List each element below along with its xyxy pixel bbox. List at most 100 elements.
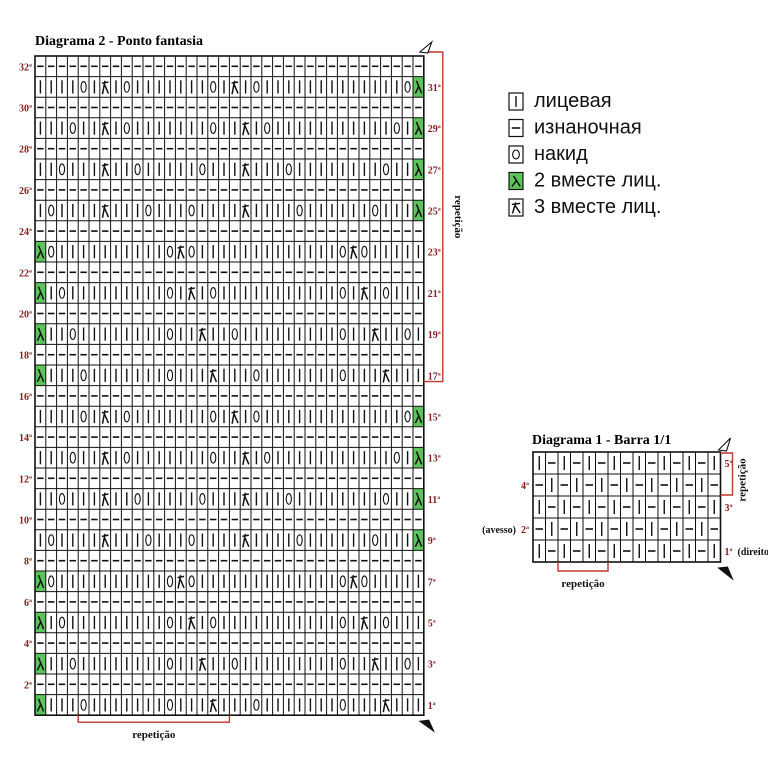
yarn-over-symbol <box>80 698 87 711</box>
chart-row <box>538 455 715 471</box>
yarn-over-symbol <box>285 492 292 505</box>
direction-arrow-icon <box>418 40 434 54</box>
row-number-label: 16ª <box>19 392 32 403</box>
yarn-over-symbol <box>199 492 206 505</box>
row-number-label: 5ª <box>428 619 436 630</box>
k3tog-symbol <box>101 410 110 424</box>
k2tog-symbol <box>36 698 45 712</box>
yarn-over-symbol <box>188 534 195 547</box>
yarn-over-symbol <box>361 245 368 258</box>
yarn-over-symbol <box>372 204 379 217</box>
grid-border <box>532 451 722 563</box>
legend-label: лицевая <box>534 90 612 112</box>
yarn-over-symbol <box>58 616 66 629</box>
yarn-over-symbol <box>188 575 195 588</box>
yarn-over-symbol <box>69 657 76 670</box>
yarn-over-symbol <box>393 451 400 464</box>
k3tog-symbol <box>231 410 239 424</box>
yarn-over-symbol <box>382 616 390 629</box>
row-number-label: 2ª <box>24 680 32 691</box>
row-side-note: (direito) <box>738 547 768 558</box>
yarn-over-symbol <box>123 80 130 93</box>
row-number-label: 8ª <box>24 557 32 568</box>
row-number-label: 24ª <box>19 227 32 238</box>
legend-swatch <box>508 145 524 164</box>
yarn-over-symbol <box>69 122 76 135</box>
chart-row <box>35 282 420 304</box>
yarn-over-symbol <box>339 575 346 588</box>
direction-arrow-icon <box>418 719 436 733</box>
chart-row <box>39 447 424 468</box>
row-side-note: (avesso) <box>482 525 516 536</box>
k3tog-symbol <box>360 286 369 301</box>
chart-row <box>35 612 420 633</box>
row-number-label: 9ª <box>428 536 436 547</box>
row-number-label: 23ª <box>428 248 441 259</box>
side-repeat-bracket <box>423 51 444 383</box>
row-number-label: 3ª <box>725 503 733 514</box>
yarn-over-symbol <box>58 492 66 505</box>
yarn-over-symbol <box>166 245 174 258</box>
chart-row <box>35 694 420 716</box>
yarn-over-symbol <box>166 657 174 670</box>
diagram1-grid: 5ª4ª3ª2ª(avesso)1ª(direito)repetiçãorepe… <box>482 437 768 590</box>
direction-arrow-icon <box>717 566 734 581</box>
legend-label: изнаночная <box>534 117 642 139</box>
k3tog-symbol <box>198 327 207 342</box>
yarn-over-symbol <box>123 122 130 135</box>
row-number-label: 22ª <box>19 268 32 279</box>
row-number-label: 18ª <box>19 351 32 362</box>
k2tog-symbol <box>36 574 45 589</box>
k3tog-symbol <box>242 162 250 177</box>
yarn-over-symbol <box>210 616 217 629</box>
legend-item: 3 вместе лиц. <box>508 196 661 218</box>
diagram2-title: Diagrama 2 - Ponto fantasia <box>35 34 203 49</box>
row-number-label: 14ª <box>19 433 32 444</box>
yarn-over-symbol <box>285 163 292 176</box>
k3tog-symbol <box>360 616 369 630</box>
k2tog-symbol <box>414 204 423 218</box>
diagram2-grid: 32ª31ª30ª29ª28ª27ª26ª25ª24ª23ª22ª21ª20ª1… <box>19 40 464 741</box>
legend-swatch <box>508 118 524 138</box>
yarn-over-symbol <box>296 534 303 547</box>
yarn-over-symbol <box>48 534 55 547</box>
yarn-over-symbol <box>48 245 55 258</box>
yarn-over-symbol <box>404 328 411 341</box>
yarn-over-symbol <box>134 492 141 505</box>
yarn-over-symbol <box>253 369 260 382</box>
yarn-over-symbol <box>382 492 390 505</box>
k3tog-symbol <box>209 698 218 713</box>
yarn-over-symbol <box>166 328 174 341</box>
yarn-over-symbol <box>123 451 130 464</box>
row-number-label: 15ª <box>428 413 441 424</box>
k3tog-symbol <box>242 533 250 548</box>
yarn-over-symbol <box>339 369 346 382</box>
yarn-over-symbol <box>210 410 217 423</box>
yarn-over-symbol <box>339 328 346 341</box>
k2tog-symbol <box>36 616 45 630</box>
yarn-over-symbol <box>166 369 174 382</box>
legend-item: лицевая <box>508 90 612 112</box>
k2tog-symbol <box>36 286 45 300</box>
yarn-over-symbol <box>404 80 411 93</box>
k2tog-symbol <box>414 410 423 424</box>
k3tog-symbol <box>242 121 250 136</box>
legend-swatch <box>508 198 524 217</box>
yarn-over-symbol <box>296 204 303 217</box>
k2tog-symbol <box>414 492 423 506</box>
yarn-over-symbol <box>210 122 217 135</box>
k2tog-symbol <box>36 368 45 383</box>
row-number-label: 1ª <box>428 701 436 712</box>
yarn-over-symbol <box>339 657 346 670</box>
row-number-label: 5ª <box>725 459 733 470</box>
yarn-over-symbol <box>393 122 400 135</box>
chart-row <box>35 653 420 674</box>
row-number-label: 31ª <box>428 83 441 94</box>
yarn-over-symbol <box>134 163 141 176</box>
k3tog-symbol <box>188 286 196 301</box>
direction-arrow-icon <box>717 437 732 452</box>
chart-row <box>39 76 424 98</box>
k3tog-symbol <box>242 451 250 466</box>
